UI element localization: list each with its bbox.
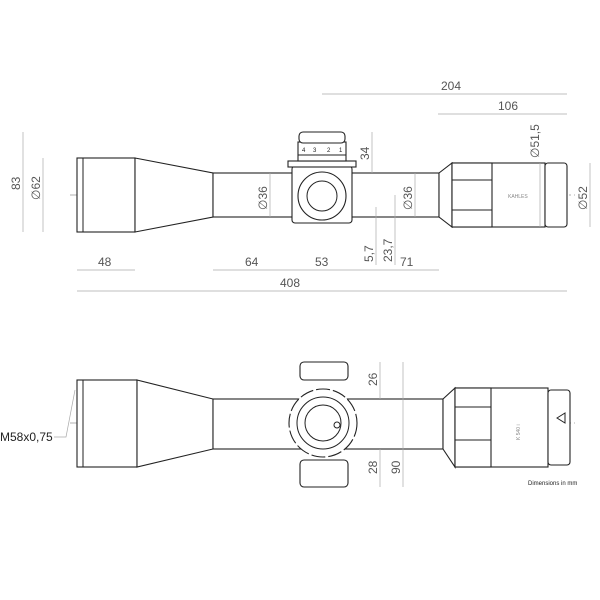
- objective-taper: [134, 157, 214, 233]
- dial-number: 4: [302, 148, 306, 154]
- elevation-cap: [298, 131, 346, 144]
- turret-base-plate: [287, 160, 357, 168]
- objective-taper: [136, 379, 214, 468]
- model-label: K 540 i: [516, 424, 522, 440]
- dim-52: ∅52: [576, 186, 590, 210]
- objective-bell: [76, 157, 136, 233]
- dim-5-7: 5,7: [362, 245, 376, 262]
- turret-assembly: [288, 361, 358, 488]
- dim-408: 408: [280, 276, 300, 290]
- knob-center: [304, 404, 342, 442]
- top-view-dimensions: 83 ∅62 48 64 53 71 408 204 106 34 ∅36 ∅3…: [9, 79, 591, 292]
- units-note: Dimensions in mm: [528, 481, 577, 487]
- dim-71: 71: [400, 255, 414, 269]
- bottom-view: K 540 i: [70, 361, 575, 488]
- elevation-cap: [299, 361, 349, 381]
- thread-label: M58x0,75: [0, 430, 53, 444]
- bottom-view-dimensions: 26 28 90 M58x0,75: [0, 362, 404, 487]
- dim-90: 90: [389, 460, 403, 474]
- side-knob: [297, 171, 347, 221]
- dim-83: 83: [9, 176, 23, 190]
- dim-48: 48: [98, 255, 112, 269]
- top-view: 4 3 2 1 KAHLES: [70, 131, 575, 233]
- magnification-ring: [454, 387, 492, 468]
- dim-34: 34: [358, 146, 372, 160]
- dim-36-front: ∅36: [256, 186, 270, 210]
- dim-28: 28: [366, 460, 380, 474]
- magnification-ring: [451, 162, 493, 228]
- dim-204: 204: [441, 79, 461, 93]
- dial-number: 3: [313, 148, 317, 154]
- side-knob-center: [306, 180, 338, 212]
- dim-53: 53: [315, 255, 329, 269]
- brand-label: KAHLES: [508, 194, 528, 200]
- knob-marker: [333, 421, 341, 429]
- eyepiece-taper: [442, 386, 456, 469]
- ocular-ring: [544, 162, 568, 228]
- dim-51-5: ∅51,5: [528, 124, 542, 158]
- dim-62: ∅62: [29, 176, 43, 200]
- eyepiece-taper: [438, 161, 453, 229]
- thread-leader-line: [54, 389, 76, 438]
- dial-number: 2: [327, 148, 331, 154]
- dial-number: 1: [339, 148, 343, 154]
- ocular-ring: [547, 389, 571, 466]
- windage-dial: [299, 459, 349, 488]
- knob-ring: [296, 396, 350, 450]
- objective-bell: [76, 379, 138, 468]
- turret-assembly: 4 3 2 1: [287, 131, 357, 224]
- dim-64: 64: [245, 255, 259, 269]
- dim-36-rear: ∅36: [401, 186, 415, 210]
- dim-26: 26: [366, 372, 380, 386]
- dim-106: 106: [498, 99, 518, 113]
- parallax-knob: [288, 388, 358, 458]
- dim-23-7: 23,7: [381, 238, 395, 262]
- triangle-marker-icon: [556, 412, 566, 424]
